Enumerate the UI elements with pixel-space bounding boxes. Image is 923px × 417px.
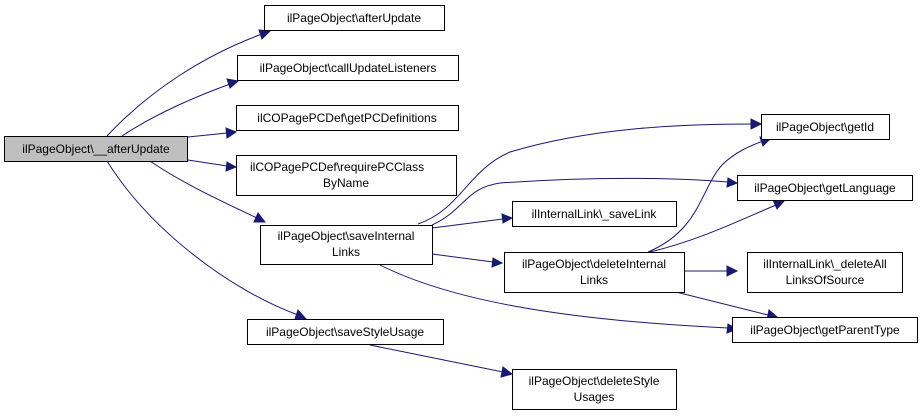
node-label: ByName bbox=[323, 176, 369, 190]
node-label: ilPageObject\afterUpdate bbox=[287, 11, 421, 25]
edges-layer bbox=[106, 29, 786, 378]
arrowhead bbox=[294, 309, 308, 320]
arrowhead bbox=[726, 265, 739, 277]
node-label: ilPageObject\deleteInternal bbox=[522, 257, 666, 271]
nodes-layer: ilPageObject\__afterUpdate ilPageObject\… bbox=[4, 5, 918, 410]
node-callUpdateListeners[interactable]: ilPageObject\callUpdateListeners bbox=[237, 55, 459, 81]
node-label: ilPageObject\callUpdateListeners bbox=[260, 61, 437, 75]
node-label: Links bbox=[332, 245, 360, 259]
node-label: ilCOPagePCDef\requirePCClass bbox=[250, 160, 424, 174]
node-label: ilInternalLink\_deleteAll bbox=[763, 257, 886, 271]
arrowhead bbox=[750, 118, 763, 130]
arrowhead bbox=[772, 199, 786, 210]
edge-root-to-requirePCClassByName bbox=[187, 159, 228, 167]
edge-saveStyleUsage-to-deleteStyleUsages bbox=[369, 344, 504, 373]
node-saveStyleUsage[interactable]: ilPageObject\saveStyleUsage bbox=[247, 319, 444, 345]
node-box bbox=[504, 252, 685, 293]
arrowhead bbox=[258, 29, 272, 40]
node-label: ilCOPagePCDef\getPCDefinitions bbox=[257, 111, 436, 125]
edge-saveInternalLinks-to-saveLink bbox=[431, 218, 504, 229]
node-requirePCClassByName[interactable]: ilCOPagePCDef\requirePCClass ByName bbox=[236, 155, 457, 196]
arrowhead bbox=[500, 366, 514, 378]
edge-root-to-afterUpdate bbox=[106, 33, 263, 137]
node-getLanguage[interactable]: ilPageObject\getLanguage bbox=[737, 175, 913, 201]
arrowhead bbox=[501, 213, 514, 224]
edge-deleteInternalLinks-to-getId bbox=[647, 140, 764, 253]
node-label: ilPageObject\__afterUpdate bbox=[22, 142, 170, 156]
node-label: ilPageObject\saveStyleUsage bbox=[266, 325, 424, 339]
edge-root-to-saveStyleUsage bbox=[106, 160, 299, 316]
node-deleteInternalLinks[interactable]: ilPageObject\deleteInternal Links bbox=[504, 252, 685, 293]
node-label: ilPageObject\deleteStyle bbox=[529, 374, 660, 388]
node-label: ilInternalLink\_saveLink bbox=[532, 207, 658, 221]
node-label: LinksOfSource bbox=[786, 273, 865, 287]
edge-saveInternalLinks-to-getLanguage bbox=[431, 177, 729, 226]
node-box bbox=[264, 5, 445, 31]
edge-saveInternalLinks-to-deleteInternalLinks bbox=[431, 253, 494, 263]
node-getId[interactable]: ilPageObject\getId bbox=[761, 114, 890, 140]
edge-saveInternalLinks-to-getId bbox=[417, 123, 753, 225]
node-box bbox=[260, 225, 433, 265]
node-box bbox=[761, 114, 890, 140]
node-afterUpdate[interactable]: ilPageObject\afterUpdate bbox=[264, 5, 445, 31]
arrowhead bbox=[225, 161, 238, 172]
node-box bbox=[247, 319, 444, 345]
node-box bbox=[512, 201, 677, 227]
node-box bbox=[4, 136, 188, 162]
node-box bbox=[512, 369, 677, 410]
node-label: ilPageObject\getLanguage bbox=[754, 181, 896, 195]
edge-root-to-saveInternalLinks bbox=[149, 160, 258, 219]
arrowhead bbox=[226, 78, 240, 89]
arrowhead bbox=[491, 257, 504, 268]
node-box bbox=[236, 155, 457, 196]
node-label: ilPageObject\getParentType bbox=[750, 323, 900, 337]
arrowhead bbox=[726, 177, 739, 188]
edge-root-to-callUpdateListeners bbox=[121, 83, 231, 137]
node-box bbox=[236, 105, 459, 131]
node-label: Links bbox=[580, 273, 608, 287]
node-getPCDefinitions[interactable]: ilCOPagePCDef\getPCDefinitions bbox=[236, 105, 459, 131]
node-getParentType[interactable]: ilPageObject\getParentType bbox=[732, 317, 918, 343]
arrowhead bbox=[253, 212, 267, 223]
node-box bbox=[737, 175, 913, 201]
node-deleteStyleUsages[interactable]: ilPageObject\deleteStyle Usages bbox=[512, 369, 677, 410]
node-label: Usages bbox=[574, 390, 615, 404]
arrowhead bbox=[225, 127, 238, 139]
node-label: ilPageObject\saveInternal bbox=[278, 229, 415, 243]
node-saveInternalLinks[interactable]: ilPageObject\saveInternal Links bbox=[260, 225, 433, 265]
node-box bbox=[732, 317, 918, 343]
node-saveLink[interactable]: ilInternalLink\_saveLink bbox=[512, 201, 677, 227]
node-box bbox=[747, 252, 903, 293]
node-label: ilPageObject\getId bbox=[776, 120, 874, 134]
edge-deleteInternalLinks-to-getParentType bbox=[675, 291, 769, 316]
edge-root-to-getPCDefinitions bbox=[187, 132, 228, 138]
edge-saveInternalLinks-to-getParentType bbox=[379, 264, 729, 329]
node-root[interactable]: ilPageObject\__afterUpdate bbox=[4, 136, 188, 162]
edge-deleteInternalLinks-to-getLanguage bbox=[649, 204, 777, 253]
node-deleteAllLinksOfSource[interactable]: ilInternalLink\_deleteAll LinksOfSource bbox=[747, 252, 903, 293]
node-box bbox=[237, 55, 459, 81]
